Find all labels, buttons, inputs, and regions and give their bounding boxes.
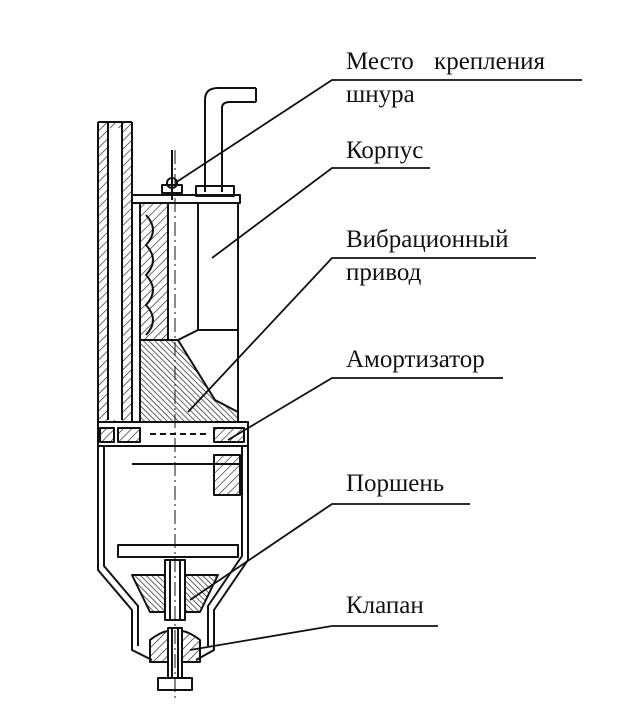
label-vibration-drive-line2: привод bbox=[346, 259, 422, 286]
vibration-drive bbox=[139, 202, 239, 423]
leader-klapan bbox=[189, 625, 438, 651]
housing bbox=[131, 185, 241, 422]
leader-porshen bbox=[189, 503, 470, 601]
leader-amort bbox=[227, 377, 503, 441]
outlet-tube bbox=[97, 121, 133, 422]
pump-casing bbox=[97, 446, 249, 661]
shock-absorber bbox=[97, 421, 249, 447]
label-vibration-drive: Вибрационный bbox=[346, 226, 509, 253]
label-piston: Поршень bbox=[346, 470, 445, 497]
label-housing: Корпус bbox=[346, 137, 424, 164]
cord-attachment-point bbox=[161, 150, 183, 200]
label-valve: Клапан bbox=[346, 592, 424, 619]
label-attachment-point: Место крепления bbox=[346, 48, 546, 75]
leader-vibro bbox=[187, 257, 536, 413]
power-cord bbox=[204, 87, 257, 192]
label-attachment-point-line2: шнура bbox=[346, 81, 415, 108]
leader-mesto bbox=[174, 79, 582, 184]
leader-korpus bbox=[211, 167, 430, 259]
label-shock-absorber: Амортизатор bbox=[346, 346, 485, 373]
